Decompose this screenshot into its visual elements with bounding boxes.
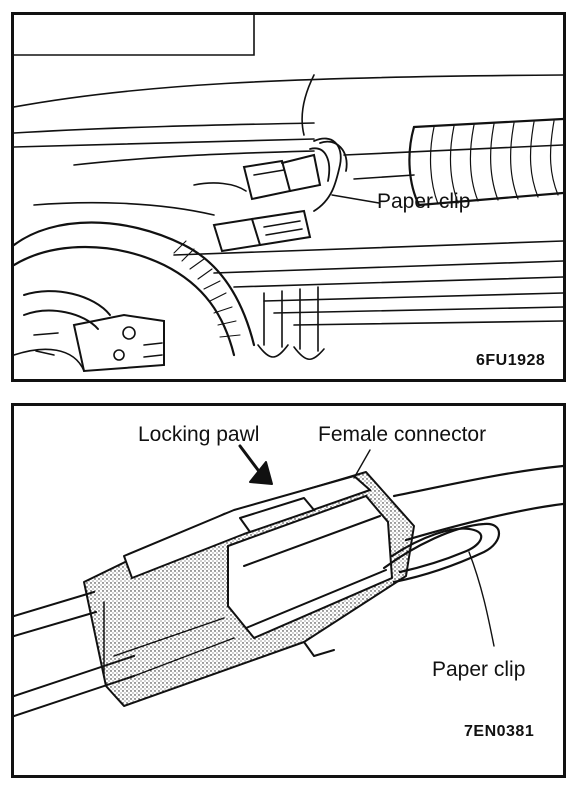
- locking-pawl-callout: Locking pawl: [138, 423, 260, 446]
- engine-bay-illustration-panel: Paper clip 6FU1928: [11, 12, 566, 382]
- connector-detail-illustration-panel: Locking pawl Female connector Paper clip…: [11, 403, 566, 778]
- figure-code-label: 7EN0381: [464, 723, 535, 740]
- female-connector-callout: Female connector: [318, 423, 487, 446]
- paper-clip-callout: Paper clip: [432, 658, 526, 681]
- engine-bay-line-drawing: [14, 15, 563, 373]
- paper-clip-callout: Paper clip: [377, 190, 471, 213]
- connector-line-drawing: [14, 444, 563, 717]
- figure-code-label: 6FU1928: [476, 352, 546, 369]
